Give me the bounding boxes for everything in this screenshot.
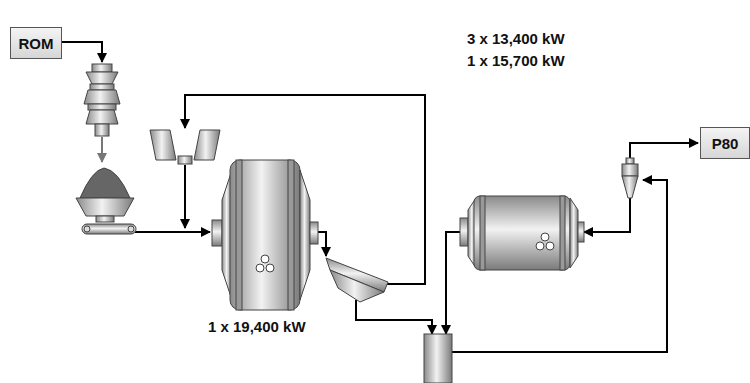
flow-lines [62, 42, 698, 352]
pebble-crusher [150, 130, 220, 164]
ore-source-box: ROM [10, 27, 62, 59]
product-box: P80 [700, 127, 750, 159]
sag-mill [212, 160, 318, 310]
gyratory-crusher [84, 64, 120, 136]
stockpile-feeder [76, 168, 136, 234]
box-label: P80 [712, 135, 739, 152]
box-label: ROM [19, 35, 54, 52]
power-rating: 3 x 13,400 kW [467, 30, 565, 47]
ball-mill [460, 196, 584, 270]
vibrating-screen [326, 258, 388, 302]
pump-box [424, 334, 452, 383]
power-rating: 1 x 19,400 kW [208, 318, 306, 335]
hydrocyclone [622, 158, 638, 198]
power-rating: 1 x 15,700 kW [467, 52, 565, 69]
